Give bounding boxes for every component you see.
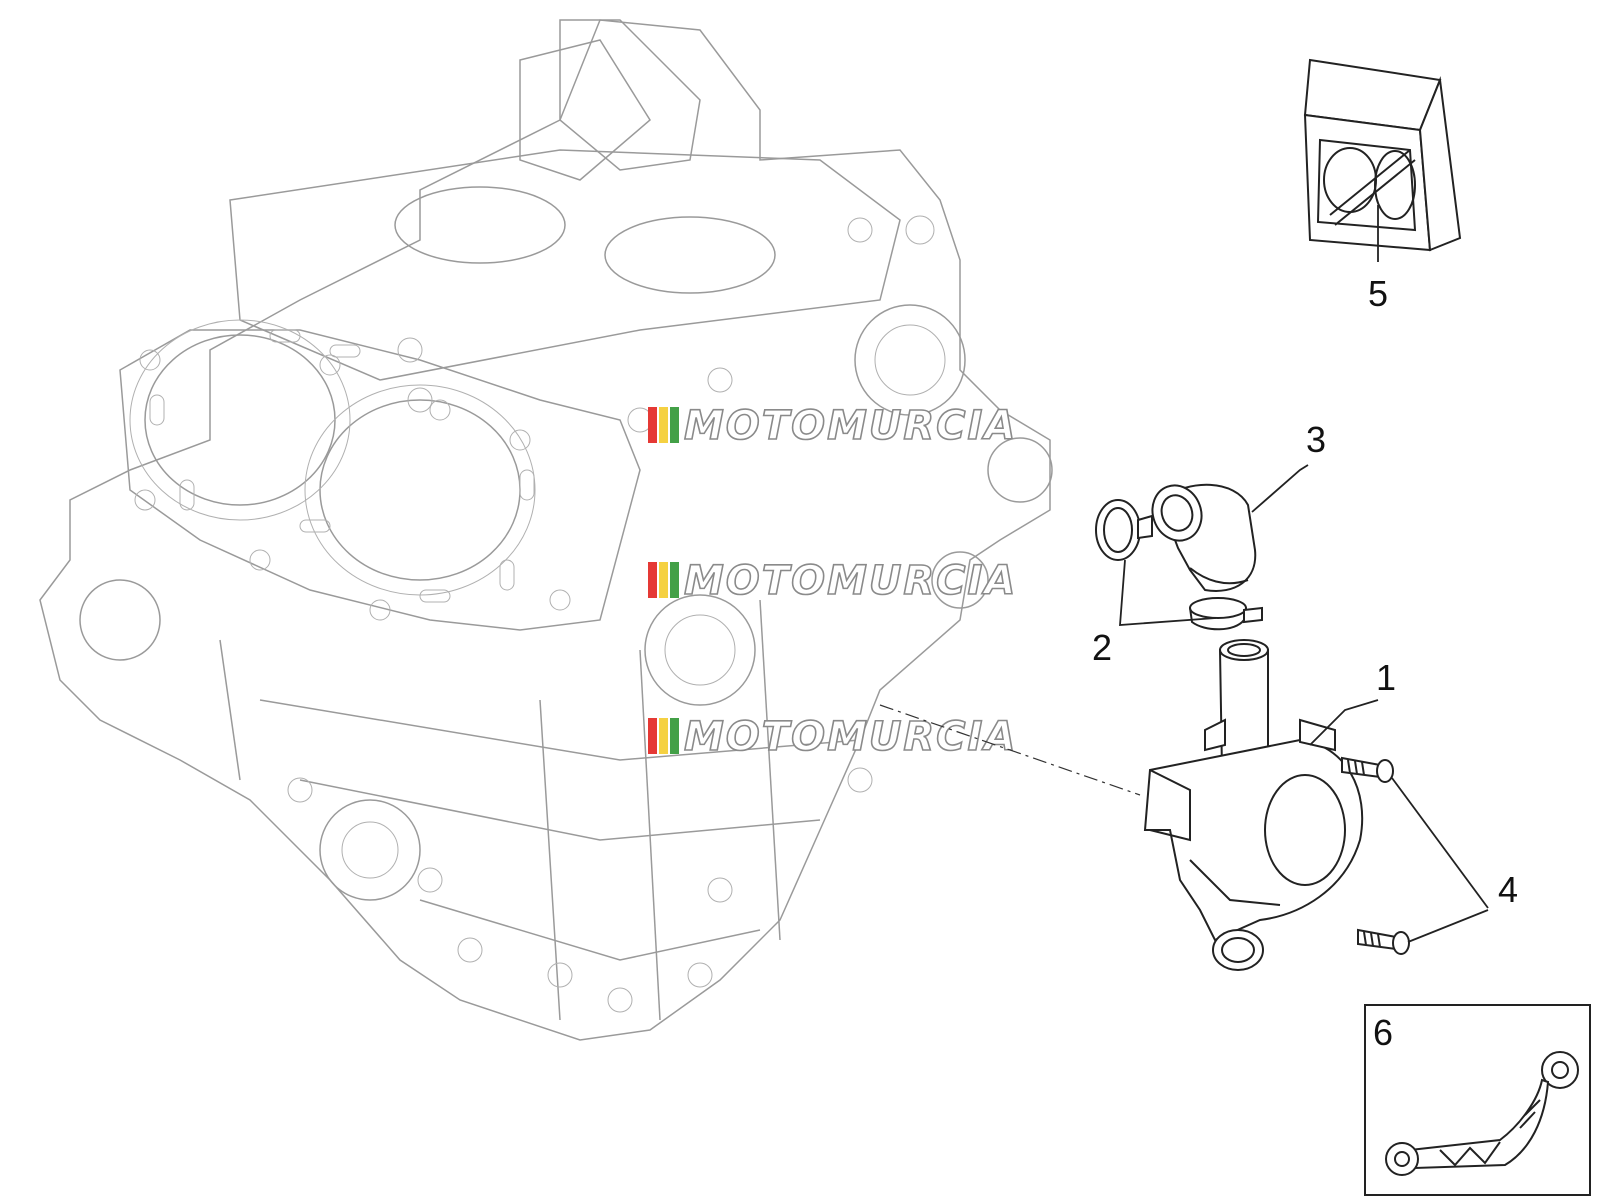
part-4-screws [1341, 756, 1489, 955]
screw-lower [1357, 928, 1410, 955]
part-6-box [1364, 1004, 1591, 1196]
watermark-stripe-yellow [659, 718, 668, 754]
watermark-stripe-red [648, 718, 657, 754]
callout-label-6: 6 [1373, 1012, 1393, 1053]
watermark-3: MOTOMURCIA [648, 713, 1017, 761]
engine-crankcase-drawing [39, 19, 1053, 1041]
watermark-text: MOTOMURCIA [684, 403, 1017, 449]
watermark-stripe-red [648, 407, 657, 443]
part-2-hose-clamps [1095, 499, 1263, 631]
watermark-1: MOTOMURCIA [648, 402, 1017, 450]
callout-label-2: 2 [1092, 627, 1112, 668]
watermark-2: MOTOMURCIA [648, 557, 1017, 605]
assembly-centerline [879, 704, 1141, 796]
callout-label-5: 5 [1368, 273, 1388, 314]
callout-label-4: 4 [1498, 869, 1518, 910]
watermark-stripe-green [670, 718, 679, 754]
part-6-bracket [1385, 1051, 1579, 1176]
watermark-text: MOTOMURCIA [684, 558, 1017, 604]
watermark-stripe-green [670, 407, 679, 443]
watermark-stripe-red [648, 562, 657, 598]
part-3-elbow-hose [1151, 464, 1309, 592]
part-1-water-pump [1143, 639, 1379, 971]
watermark-stripe-yellow [659, 407, 668, 443]
callout-label-3: 3 [1306, 419, 1326, 460]
watermark-stripe-yellow [659, 562, 668, 598]
part-5-gasket-kit [1303, 58, 1462, 262]
callout-label-1: 1 [1376, 657, 1396, 698]
watermark-stripe-green [670, 562, 679, 598]
watermark-text: MOTOMURCIA [684, 714, 1017, 760]
screw-upper [1341, 756, 1394, 783]
